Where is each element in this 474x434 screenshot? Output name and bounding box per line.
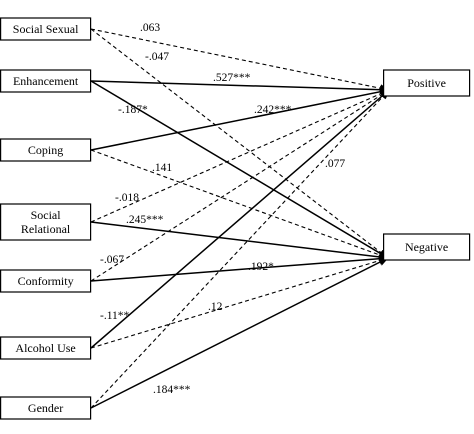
node-alcohol-use: Alcohol Use bbox=[0, 336, 92, 360]
node-positive: Positive bbox=[383, 69, 471, 97]
node-box bbox=[0, 17, 92, 41]
node-gender: Gender bbox=[0, 396, 92, 420]
path-alcohol-use-to-negative bbox=[90, 256, 389, 349]
node-conformity: Conformity bbox=[0, 269, 92, 293]
node-label: Alcohol Use bbox=[15, 341, 75, 355]
node-box bbox=[383, 69, 471, 97]
node-label: Coping bbox=[28, 143, 63, 157]
node-box bbox=[0, 396, 92, 420]
path-gender-to-positive bbox=[90, 89, 390, 409]
path-conformity-to-negative bbox=[90, 254, 389, 282]
node-box bbox=[0, 69, 92, 93]
coef-social-relational-to-negative: .245*** bbox=[126, 214, 164, 226]
path-coping-to-positive bbox=[90, 87, 390, 151]
node-label: Positive bbox=[407, 76, 446, 90]
node-enhancement: Enhancement bbox=[0, 69, 92, 93]
node-coping: Coping bbox=[0, 138, 92, 162]
coef-social-sexual-to-negative: -.047 bbox=[145, 51, 169, 63]
coef-alcohol-use-to-positive: -.11** bbox=[100, 310, 130, 322]
path-social-relational-to-negative bbox=[90, 221, 389, 261]
nodes-layer: Social SexualEnhancementCopingSocialRela… bbox=[0, 17, 471, 420]
node-box bbox=[0, 336, 92, 360]
path-alcohol-use-to-positive bbox=[90, 89, 390, 349]
coef-conformity-to-positive: -.067 bbox=[100, 254, 124, 266]
path-enhancement-to-negative bbox=[90, 80, 389, 259]
coef-coping-to-positive: .242*** bbox=[254, 104, 292, 116]
coef-conformity-to-negative: .192* bbox=[248, 261, 274, 273]
node-label: Social bbox=[31, 208, 62, 222]
path-social-sexual-to-positive bbox=[90, 28, 390, 93]
coefficient-labels-layer: .063 -.047 .527*** -.187* .242*** .141 -.018 .2… bbox=[100, 22, 345, 396]
coef-social-relational-to-positive: -.018 bbox=[115, 192, 139, 204]
coef-social-sexual-to-positive: .063 bbox=[140, 22, 160, 34]
path-coping-to-negative bbox=[90, 149, 389, 259]
coef-alcohol-use-to-negative: .12 bbox=[208, 301, 223, 313]
node-label: Negative bbox=[405, 240, 448, 254]
node-box bbox=[0, 203, 92, 241]
node-box bbox=[0, 269, 92, 293]
node-label: Social Sexual bbox=[13, 22, 79, 36]
coef-enhancement-to-negative: -.187* bbox=[118, 104, 148, 116]
path-enhancement-to-positive bbox=[90, 80, 390, 94]
path-gender-to-negative bbox=[90, 257, 389, 409]
node-negative: Negative bbox=[383, 233, 471, 261]
paths-layer bbox=[90, 28, 390, 409]
path-conformity-to-positive bbox=[90, 89, 390, 282]
node-label: Relational bbox=[21, 222, 71, 236]
node-label: Gender bbox=[28, 401, 63, 415]
node-social-sexual: Social Sexual bbox=[0, 17, 92, 41]
node-box bbox=[383, 233, 471, 261]
path-social-relational-to-positive bbox=[90, 89, 390, 223]
coef-enhancement-to-positive: .527*** bbox=[213, 72, 251, 84]
node-label: Enhancement bbox=[13, 74, 79, 88]
coef-coping-to-negative: .141 bbox=[152, 162, 172, 174]
node-box bbox=[0, 138, 92, 162]
node-label: Conformity bbox=[18, 274, 74, 288]
coef-gender-to-negative: .184*** bbox=[153, 384, 191, 396]
coef-gender-to-positive: .077 bbox=[325, 158, 345, 170]
